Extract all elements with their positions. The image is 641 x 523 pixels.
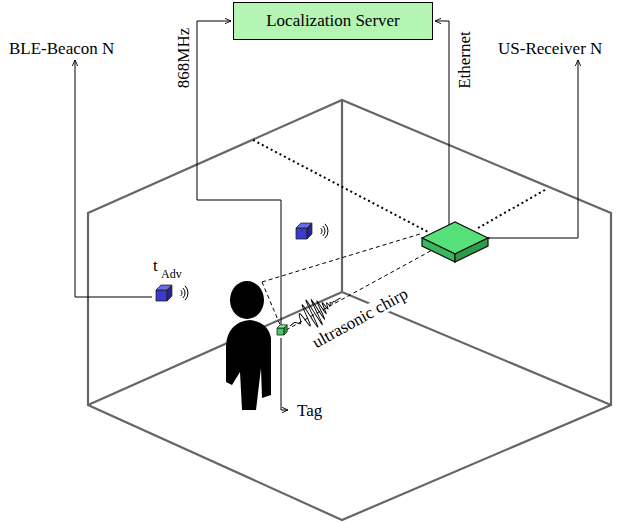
component-label: BLE-Beacon N	[8, 40, 115, 57]
signal-arcs	[181, 224, 328, 300]
component-label: Tag	[296, 402, 323, 419]
room-outline	[88, 100, 611, 520]
symbol-subscript: Adv	[160, 268, 183, 280]
ble-beacon	[296, 223, 312, 239]
dotted-line	[253, 140, 545, 232]
ble-beacon	[156, 285, 172, 301]
person-silhouette	[226, 281, 271, 410]
signal-label: 868MHz	[175, 27, 192, 89]
symbol-label: t	[152, 257, 159, 274]
tag-device	[277, 325, 287, 335]
server-box: Localization Server	[233, 2, 433, 40]
box-text: Localization Server	[266, 11, 400, 31]
annotation-label: ultrasonic chirp	[309, 284, 412, 351]
signal-label: Ethernet	[456, 30, 473, 90]
leader-line	[75, 21, 578, 410]
component-label: US-Receiver N	[497, 40, 603, 57]
us-receiver	[422, 222, 488, 262]
